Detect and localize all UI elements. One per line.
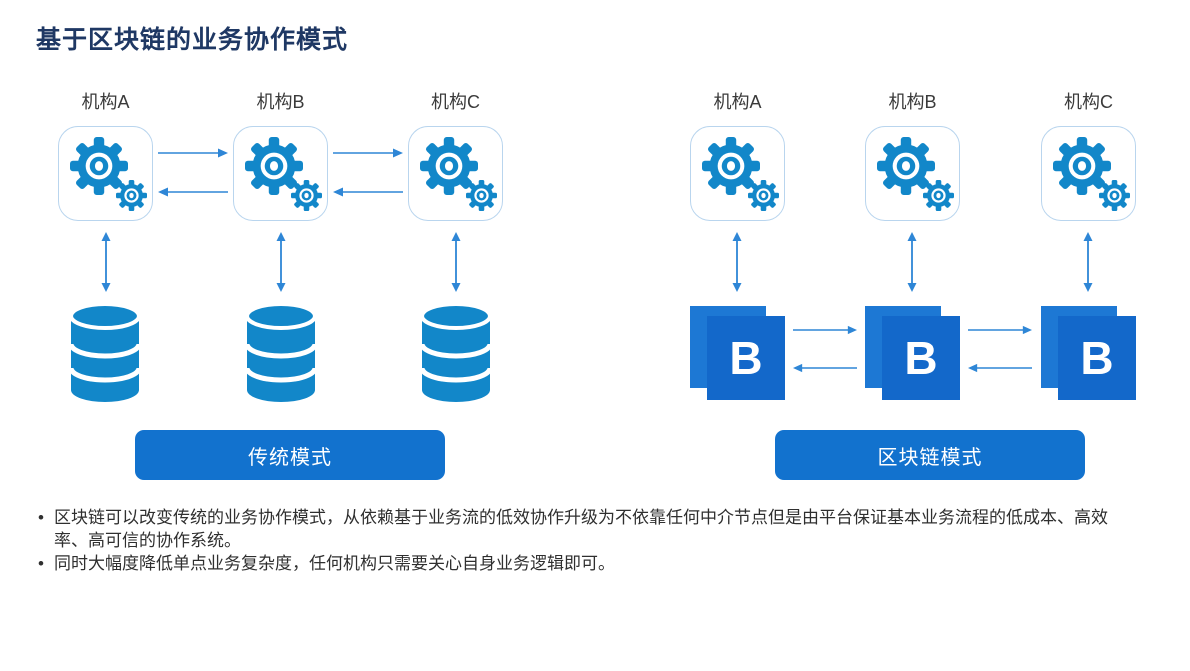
block-front: B	[707, 316, 785, 400]
gear-small-icon	[923, 180, 954, 211]
gear-small-icon	[291, 180, 322, 211]
blockchain-block-icon: B	[690, 306, 785, 400]
blockchain-mode-badge: 区块链模式	[775, 430, 1085, 480]
arrow-right-icon	[333, 147, 403, 159]
institution-label: 机构B	[256, 92, 305, 112]
institution-label: 机构B	[888, 92, 937, 112]
bidirectional-arrow-icon	[1082, 232, 1094, 292]
gear-small-icon	[1099, 180, 1130, 211]
block-front: B	[1058, 316, 1136, 400]
bidirectional-arrow-icon	[275, 232, 287, 292]
bullet-marker: •	[38, 554, 44, 573]
organization-node	[1041, 126, 1136, 221]
organization-node	[408, 126, 503, 221]
blockchain-block-icon: B	[1041, 306, 1136, 400]
notes-list: • 区块链可以改变传统的业务协作模式，从依赖基于业务流的低效协作升级为不依靠任何…	[38, 506, 1108, 575]
list-item: • 同时大幅度降低单点业务复杂度，任何机构只需要关心自身业务逻辑即可。	[38, 552, 1108, 575]
institution-label: 机构A	[713, 92, 762, 112]
database-icon	[70, 303, 140, 403]
arrow-left-icon	[793, 362, 857, 374]
arrow-right-icon	[968, 324, 1032, 336]
organization-node	[690, 126, 785, 221]
organization-node	[233, 126, 328, 221]
note-text: 同时大幅度降低单点业务复杂度，任何机构只需要关心自身业务逻辑即可。	[54, 554, 615, 573]
bidirectional-arrow-icon	[100, 232, 112, 292]
list-item: • 区块链可以改变传统的业务协作模式，从依赖基于业务流的低效协作升级为不依靠任何…	[38, 506, 1108, 552]
organization-node	[865, 126, 960, 221]
bidirectional-arrow-icon	[906, 232, 918, 292]
organization-node	[58, 126, 153, 221]
block-letter: B	[729, 332, 763, 384]
gear-small-icon	[116, 180, 147, 211]
blockchain-block-icon: B	[865, 306, 960, 400]
arrow-right-icon	[793, 324, 857, 336]
database-icon	[421, 303, 491, 403]
bidirectional-arrow-icon	[731, 232, 743, 292]
block-front: B	[882, 316, 960, 400]
page-title: 基于区块链的业务协作模式	[36, 26, 349, 54]
arrow-left-icon	[333, 186, 403, 198]
bidirectional-arrow-icon	[450, 232, 462, 292]
note-text: 区块链可以改变传统的业务协作模式，从依赖基于业务流的低效协作升级为不依靠任何中介…	[54, 508, 1108, 550]
arrow-left-icon	[968, 362, 1032, 374]
bullet-marker: •	[38, 508, 44, 527]
arrow-left-icon	[158, 186, 228, 198]
institution-label: 机构C	[1064, 92, 1113, 112]
database-icon	[246, 303, 316, 403]
gear-small-icon	[466, 180, 497, 211]
block-letter: B	[904, 332, 938, 384]
arrow-right-icon	[158, 147, 228, 159]
block-letter: B	[1080, 332, 1114, 384]
institution-label: 机构C	[431, 92, 480, 112]
gear-small-icon	[748, 180, 779, 211]
traditional-mode-badge: 传统模式	[135, 430, 445, 480]
institution-label: 机构A	[81, 92, 130, 112]
